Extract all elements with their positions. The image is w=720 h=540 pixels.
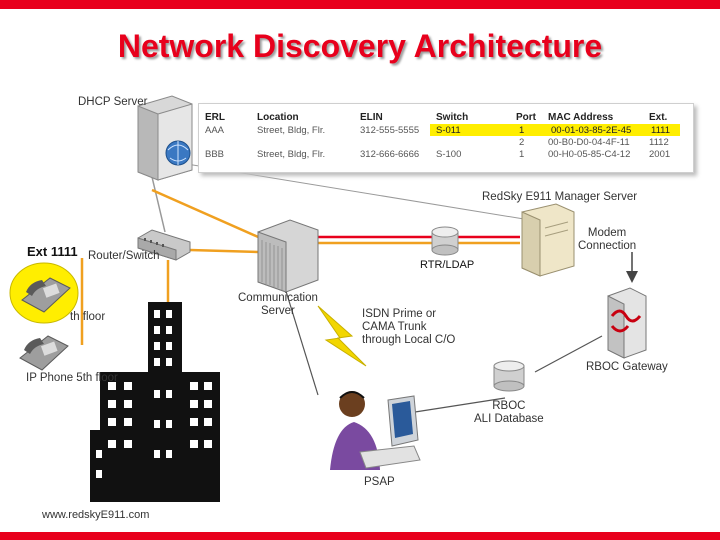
- table-cell: 1111: [651, 125, 671, 136]
- rboc-ali-database-icon: [493, 360, 525, 392]
- table-cell: Street, Bldg, Flr.: [257, 125, 326, 136]
- connection-lines: [80, 157, 638, 413]
- building-icon: [90, 302, 220, 502]
- dhcp-server-icon: [137, 95, 193, 181]
- page-title: Network Discovery Architecture: [117, 28, 603, 64]
- table-cell: 00-B0-D0-04-4F-11: [548, 137, 630, 148]
- rboc-ali-label: RBOC ALI Database: [474, 400, 544, 426]
- rtr-ldap-label: RTR/LDAP: [420, 259, 475, 271]
- table-cell: 1: [519, 125, 525, 136]
- rboc-gateway-icon: [607, 287, 647, 359]
- router-switch-icon: [137, 229, 191, 261]
- lightning-icon: [317, 305, 367, 367]
- table-header: MAC Address: [548, 112, 614, 123]
- website-url: www.redskyE911.com: [42, 509, 150, 521]
- erl-table: [198, 103, 694, 173]
- table-cell: 312-666-6666: [360, 149, 420, 160]
- table-header: Location: [257, 112, 299, 123]
- psap-operator-icon: [330, 391, 421, 470]
- table-cell: Street, Bldg, Flr.: [257, 149, 326, 160]
- table-cell: BBB: [205, 149, 225, 160]
- table-header: ELIN: [360, 112, 383, 123]
- rboc-gateway-label: RBOC Gateway: [586, 361, 668, 373]
- table-header: Ext.: [649, 112, 668, 123]
- ip-phone-label: IP Phone 5th floor: [26, 372, 118, 384]
- table-cell: 00-H0-05-85-C4-12: [548, 149, 631, 160]
- router-switch-label: Router/Switch: [88, 250, 160, 262]
- table-cell: 1: [519, 149, 525, 160]
- psap-label: PSAP: [364, 476, 395, 488]
- rtr-ldap-database-icon: [431, 226, 459, 256]
- redsky-manager-label: RedSky E911 Manager Server: [482, 191, 638, 203]
- phone-icon: [19, 335, 69, 371]
- table-cell: S-011: [436, 125, 461, 136]
- modem-connection-label: Modem Connection: [578, 227, 637, 253]
- floor-label: th floor: [70, 311, 106, 323]
- table-cell: 00-01-03-85-2E-45: [551, 125, 632, 136]
- bottom-accent-bar: [0, 532, 720, 540]
- table-cell: S-100: [436, 149, 462, 160]
- isdn-trunk-label: ISDN Prime or CAMA Trunk through Local C…: [362, 308, 456, 347]
- highlighted-row-marker: [430, 124, 680, 136]
- table-cell: 2: [519, 137, 525, 148]
- top-accent-bar: [0, 0, 720, 9]
- communication-server-label: Communication Server: [238, 292, 318, 318]
- communication-server-icon: [257, 219, 319, 293]
- table-cell: 1112: [649, 137, 669, 148]
- phone-highlighted-icon: [9, 262, 79, 324]
- table-cell: 312-555-5555: [360, 125, 420, 136]
- extension-label: Ext 1111: [27, 244, 78, 259]
- redsky-manager-server-icon: [521, 203, 575, 277]
- table-cell: AAA: [205, 125, 225, 136]
- dhcp-server-label: DHCP Server: [78, 96, 148, 108]
- table-cell: 2001: [649, 149, 671, 160]
- table-header: Switch: [436, 112, 469, 123]
- table-header: Port: [516, 112, 536, 123]
- table-header: ERL: [205, 112, 225, 123]
